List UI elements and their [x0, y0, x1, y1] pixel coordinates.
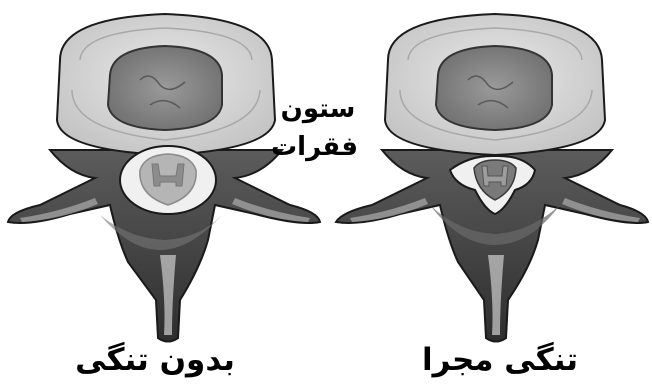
vertebra-normal: [8, 14, 320, 342]
spinal-column-label-line1: ستون: [278, 90, 358, 128]
spinal-column-label: ستون فقرات: [278, 90, 358, 166]
caption-no-stenosis: بدون تنگی: [70, 342, 240, 378]
vertebra-stenosis: [336, 14, 648, 342]
spinal-column-label-line2: فقرات: [278, 128, 358, 166]
caption-canal-stenosis: تنگی مجرا: [405, 342, 595, 378]
